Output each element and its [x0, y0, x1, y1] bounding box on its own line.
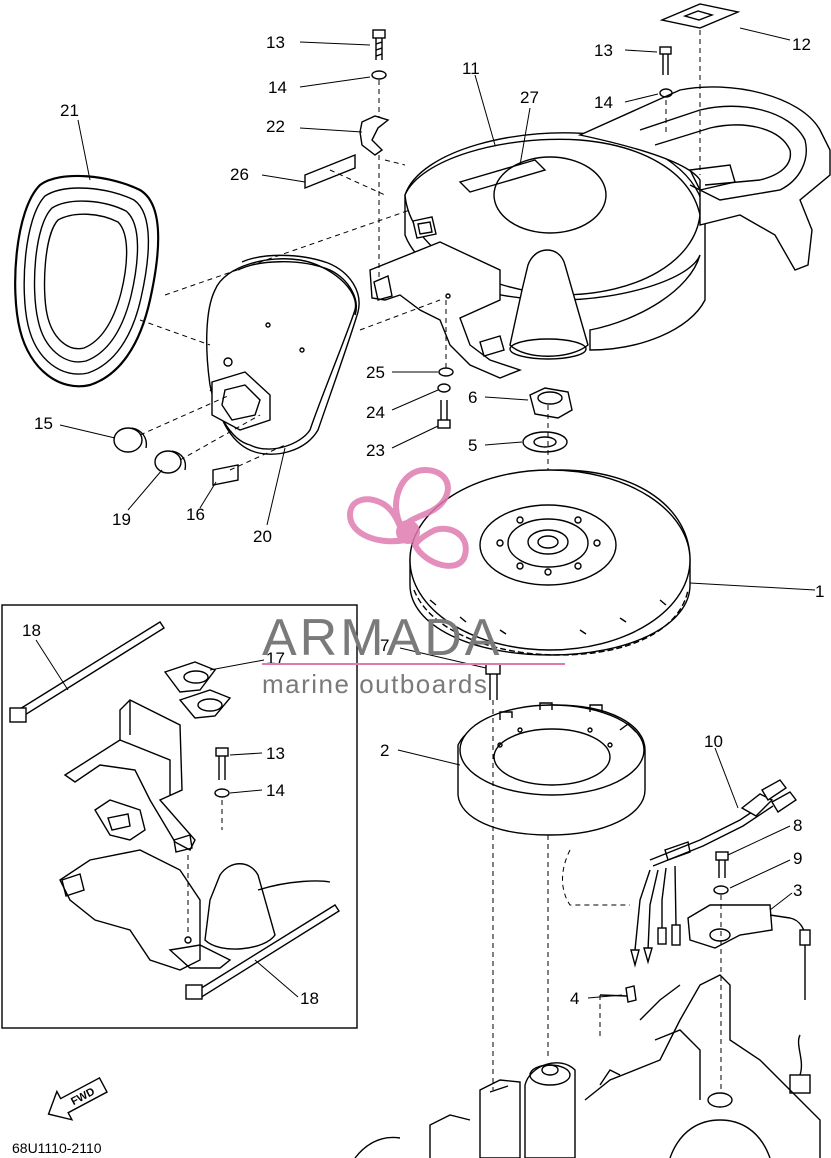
callout-26: 26 [230, 165, 249, 184]
assembly-line [359, 299, 441, 331]
stator-2[interactable] [457, 702, 646, 836]
bolt-4[interactable] [599, 985, 637, 1003]
leader-lines [35, 27, 816, 999]
assembly-line [164, 209, 411, 296]
nut-6[interactable] [529, 387, 573, 419]
fwd-arrow: FWD [47, 1076, 108, 1121]
callout-8: 8 [793, 816, 802, 835]
washer-25[interactable] [438, 367, 454, 377]
callout-4: 4 [570, 989, 579, 1008]
callout-19: 19 [112, 510, 131, 529]
callout-10: 10 [704, 732, 723, 751]
propeller-logo-icon [346, 466, 469, 569]
callout-27: 27 [520, 88, 539, 107]
grommet-19[interactable] [154, 450, 187, 474]
inset-bracket[interactable] [63, 699, 196, 853]
bolt-13-inset[interactable] [215, 747, 229, 780]
assembly-line [329, 169, 386, 196]
washer-14-inset[interactable] [214, 788, 230, 798]
callout-13: 13 [266, 33, 285, 52]
callout-23: 23 [366, 441, 385, 460]
bolt-8[interactable] [715, 851, 729, 878]
flywheel-cover[interactable] [404, 86, 831, 360]
assembly-line [229, 444, 286, 471]
assembly-line [562, 849, 630, 906]
clip-22[interactable] [359, 115, 390, 156]
seal-ring-21[interactable] [14, 174, 160, 388]
callout-16: 16 [186, 505, 205, 524]
cover-bracket[interactable] [369, 241, 523, 379]
flywheel-1[interactable] [409, 469, 691, 656]
callout-18: 18 [300, 989, 319, 1008]
callout-14: 14 [594, 93, 613, 112]
callout-1: 1 [815, 582, 824, 601]
callout-9: 9 [793, 849, 802, 868]
cover-shell-20[interactable] [206, 254, 360, 455]
assembly-line [384, 159, 406, 166]
cable-tie-18-top[interactable] [9, 621, 165, 723]
holder-17[interactable] [163, 661, 232, 719]
watermark: ARMADA marine outboards [262, 466, 565, 699]
callout-24: 24 [366, 403, 385, 422]
callout-13: 13 [594, 41, 613, 60]
watermark-brand: ARMADA [262, 609, 502, 667]
callout-13: 13 [266, 744, 285, 763]
washer-24[interactable] [437, 383, 451, 393]
callout-12: 12 [792, 35, 811, 54]
label-sticker-26 [304, 153, 356, 190]
callout-5: 5 [468, 436, 477, 455]
callout-22: 22 [266, 117, 285, 136]
cable-tie-18-bottom[interactable] [185, 904, 340, 1000]
label-sticker-16 [212, 464, 239, 486]
assembly-line [139, 319, 211, 346]
washer-5[interactable] [522, 431, 568, 453]
diagram-code: 68U1110-2110 [12, 1140, 102, 1156]
callout-14: 14 [268, 78, 287, 97]
pulser-coil-3[interactable] [687, 904, 811, 1094]
assembly-line [139, 394, 231, 436]
callout-20: 20 [253, 527, 272, 546]
callout-21: 21 [60, 101, 79, 120]
callout-18: 18 [22, 621, 41, 640]
plate-12[interactable] [659, 3, 741, 29]
callout-6: 6 [468, 388, 477, 407]
callout-15: 15 [34, 414, 53, 433]
washer-9[interactable] [713, 885, 729, 895]
callout-2: 2 [380, 741, 389, 760]
inset-panel [1, 604, 358, 1029]
callout-14: 14 [266, 781, 285, 800]
powerhead-block [354, 974, 821, 1158]
inset-housing [59, 799, 331, 971]
wire-harness-10[interactable] [630, 779, 798, 968]
callout-7: 7 [380, 636, 389, 655]
bolt-13-top[interactable] [372, 29, 386, 60]
watermark-tagline: marine outboards [262, 669, 488, 699]
washer-14-top[interactable] [371, 70, 387, 80]
assembly-line [179, 414, 261, 461]
callout-11: 11 [462, 59, 480, 78]
bolt-23[interactable] [437, 400, 451, 429]
washer-14-right[interactable] [659, 88, 673, 98]
bolt-13-right[interactable] [659, 46, 672, 75]
grommet-15[interactable] [113, 427, 148, 453]
callout-3: 3 [793, 881, 802, 900]
callout-25: 25 [366, 363, 385, 382]
